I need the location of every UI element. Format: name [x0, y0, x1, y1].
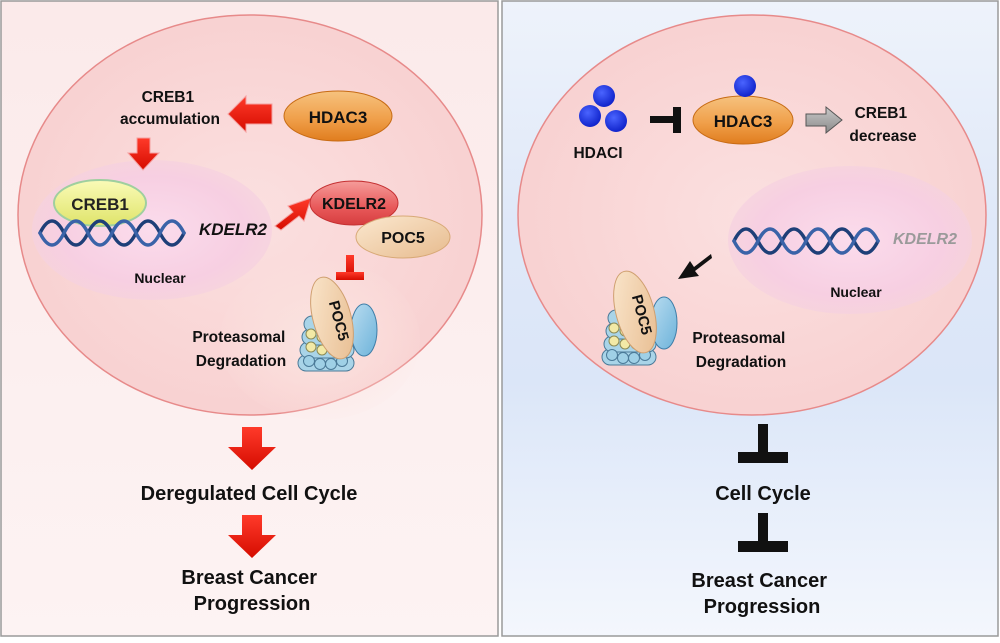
activation-arrow-hdac3-to-creb1	[227, 94, 273, 134]
hdaci-label: HDACI	[573, 145, 622, 162]
kdelr2-protein-label: KDELR2	[322, 196, 386, 213]
hdac3-label-left: HDAC3	[309, 108, 368, 127]
hdac3-protein-right: HDAC3	[692, 75, 794, 145]
kdelr2-protein-left: KDELR2	[309, 180, 399, 226]
arrow-to-proteasome-right	[678, 254, 712, 279]
hdaci-inhibitor	[579, 85, 627, 132]
hdac3-protein-left: HDAC3	[283, 90, 393, 142]
breast-cancer-progression-label-right: Breast Cancer Progression	[691, 570, 832, 618]
activation-arrow-accumulation-to-creb1	[126, 137, 161, 171]
activation-arrow-to-progression	[228, 515, 276, 558]
nuclear-label-left: Nuclear	[134, 270, 186, 286]
poc5-protein-left: POC5	[355, 215, 451, 259]
proteasome-right: POC5	[601, 270, 678, 366]
breast-cancer-progression-label-left: Breast Cancer Progression	[181, 567, 322, 615]
activation-arrow-gene-to-kdelr2	[274, 197, 312, 231]
proteasomal-degradation-label-left: Proteasomal Degradation	[192, 329, 289, 370]
creb1-protein-left: CREB1	[53, 179, 147, 227]
kdelr2-gene-label-left: KDELR2	[199, 220, 268, 239]
proteasomal-degradation-label-right: Proteasomal Degradation	[692, 330, 789, 371]
proteasome-left: POC5	[297, 276, 378, 372]
dna-helix-left	[38, 219, 186, 247]
deregulated-cell-cycle-label: Deregulated Cell Cycle	[141, 483, 358, 505]
poc5-label-left: POC5	[381, 230, 425, 247]
kdelr2-gene-label-right: KDELR2	[893, 231, 957, 248]
hdac3-label-right: HDAC3	[714, 112, 773, 131]
inhibition-on-progression	[738, 513, 788, 552]
inhibition-on-cell-cycle	[738, 424, 788, 463]
creb1-accumulation-label: CREB1 accumulation	[120, 89, 220, 128]
dna-helix-right	[732, 227, 880, 255]
nuclear-label-right: Nuclear	[830, 284, 882, 300]
activation-arrow-to-cell-cycle	[228, 427, 276, 470]
creb1-label-left: CREB1	[71, 195, 129, 214]
arrow-hdac3-to-creb1-decrease	[805, 105, 843, 135]
right-nucleus	[728, 166, 972, 314]
cell-cycle-label: Cell Cycle	[715, 483, 811, 505]
inhibition-kdelr2-on-degradation	[336, 255, 364, 280]
creb1-decrease-label: CREB1 decrease	[849, 105, 917, 145]
inhibition-hdaci-on-hdac3	[650, 107, 681, 133]
